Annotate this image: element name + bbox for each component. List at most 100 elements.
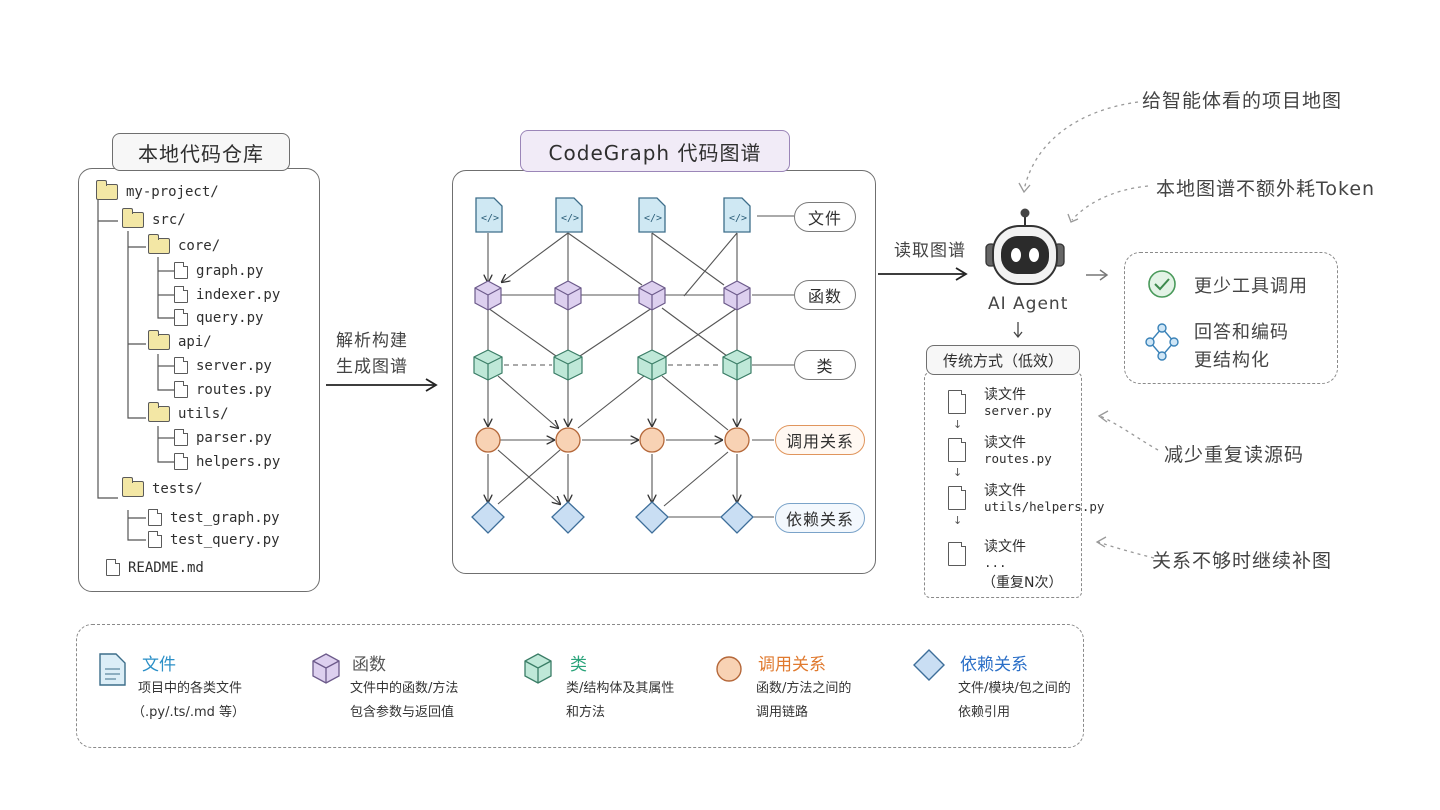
tree-file[interactable]: helpers.py [174, 453, 280, 470]
step-file-icon [948, 390, 966, 414]
read-label: 读取图谱 [894, 241, 966, 261]
step-file: utils/helpers.py [984, 499, 1105, 514]
step-down-arrow: ↓ [953, 514, 963, 527]
parse-label-1: 解析构建 [336, 331, 408, 351]
folder-icon [148, 402, 170, 422]
graph-file-node: </> [475, 197, 503, 233]
tree-item-label: graph.py [196, 262, 264, 279]
step-action: 读文件 [984, 387, 1026, 403]
graph-edges [452, 215, 794, 518]
tree-item-label: server.py [196, 357, 272, 374]
tree-item-label: api/ [178, 334, 212, 350]
tree-folder[interactable]: utils/ [148, 402, 229, 422]
graph-function-node [638, 280, 666, 311]
benefit-structured-2: 更结构化 [1194, 350, 1270, 371]
graph-call-node [475, 427, 501, 453]
traditional-title: 传统方式（低效） [926, 345, 1080, 375]
legend-box [76, 624, 1084, 748]
benefit-fewer-tools: 更少工具调用 [1194, 276, 1308, 297]
tree-item-label: tests/ [152, 481, 203, 497]
benefit-structured-1: 回答和编码 [1194, 322, 1289, 343]
tree-item-label: parser.py [196, 429, 272, 446]
file-icon [148, 509, 162, 526]
check-icon [1148, 270, 1176, 298]
legend-desc-2: 依赖引用 [958, 705, 1011, 720]
tree-file[interactable]: query.py [174, 309, 263, 326]
agent-label: AI Agent [988, 294, 1069, 314]
svg-text:</>: </> [644, 213, 662, 224]
folder-icon [148, 330, 170, 350]
network-icon [1145, 323, 1179, 361]
tree-folder[interactable]: my-project/ [96, 180, 219, 200]
file-icon [174, 357, 188, 374]
legend-desc-1: 类/结构体及其属性 [566, 681, 675, 696]
repo-tree-lines [97, 193, 174, 541]
read-arrow [878, 267, 968, 281]
graph-class-node [553, 349, 583, 381]
parse-label-2: 生成图谱 [336, 357, 408, 377]
tree-item-label: core/ [178, 238, 221, 254]
tree-item-label: my-project/ [126, 184, 219, 200]
legend-title: 类 [570, 655, 587, 675]
file-icon [174, 309, 188, 326]
legend-desc-2: 调用链路 [756, 705, 809, 720]
folder-icon [96, 180, 118, 200]
step-file-icon [948, 438, 966, 462]
folder-icon [148, 234, 170, 254]
legend-title: 文件 [142, 655, 176, 675]
tree-folder[interactable]: api/ [148, 330, 212, 350]
legend-function-icon [312, 653, 340, 684]
graph-function-node [554, 280, 582, 311]
graph-class-node [637, 349, 667, 381]
legend-class-icon [524, 653, 552, 684]
note-reduce: 减少重复读源码 [1164, 444, 1305, 466]
graph-class-node [473, 349, 503, 381]
tree-item-label: query.py [196, 309, 264, 326]
robot-icon [985, 208, 1065, 285]
step-file-icon [948, 486, 966, 510]
file-icon [174, 286, 188, 303]
step-file: ... [984, 555, 1007, 570]
agent-right-arrow [1086, 269, 1109, 281]
row-label-call: 调用关系 [775, 425, 865, 455]
tree-folder[interactable]: tests/ [122, 477, 203, 497]
tree-file[interactable]: indexer.py [174, 286, 280, 303]
graph-call-node [555, 427, 581, 453]
tree-file[interactable]: README.md [106, 559, 204, 576]
graph-dependency-node [471, 501, 505, 534]
legend-desc-2: （.py/.ts/.md 等） [132, 705, 246, 720]
legend-desc-1: 项目中的各类文件 [138, 681, 243, 696]
tree-item-label: src/ [152, 212, 186, 228]
parse-arrow [326, 378, 438, 392]
row-label-file: 文件 [794, 202, 856, 232]
note-connectors [1018, 101, 1159, 559]
graph-dependency-node [720, 501, 754, 534]
legend-desc-2: 和方法 [566, 705, 606, 720]
file-icon [148, 531, 162, 548]
tree-folder[interactable]: src/ [122, 208, 186, 228]
tree-file[interactable]: parser.py [174, 429, 272, 446]
tree-item-label: test_graph.py [170, 509, 280, 526]
legend-file-icon [99, 653, 126, 686]
tree-file[interactable]: server.py [174, 357, 272, 374]
graph-file-node: </> [723, 197, 751, 233]
graph-dependency-node [551, 501, 585, 534]
row-label-dependency: 依赖关系 [775, 503, 865, 533]
tree-file[interactable]: test_graph.py [148, 509, 280, 526]
graph-call-node [639, 427, 665, 453]
legend-title: 依赖关系 [960, 655, 1028, 675]
legend-title: 函数 [352, 655, 386, 675]
step-action: 读文件 [984, 483, 1026, 499]
tree-item-label: utils/ [178, 406, 229, 422]
graph-call-node [724, 427, 750, 453]
graph-class-node [722, 349, 752, 381]
tree-file[interactable]: test_query.py [148, 531, 280, 548]
legend-desc-2: 包含参数与返回值 [350, 705, 455, 720]
legend-title: 调用关系 [758, 655, 826, 675]
graph-file-node: </> [555, 197, 583, 233]
tree-file[interactable]: graph.py [174, 262, 263, 279]
row-label-function: 函数 [794, 280, 856, 310]
tree-file[interactable]: routes.py [174, 381, 272, 398]
tree-folder[interactable]: core/ [148, 234, 221, 254]
repo-title: 本地代码仓库 [112, 133, 290, 171]
